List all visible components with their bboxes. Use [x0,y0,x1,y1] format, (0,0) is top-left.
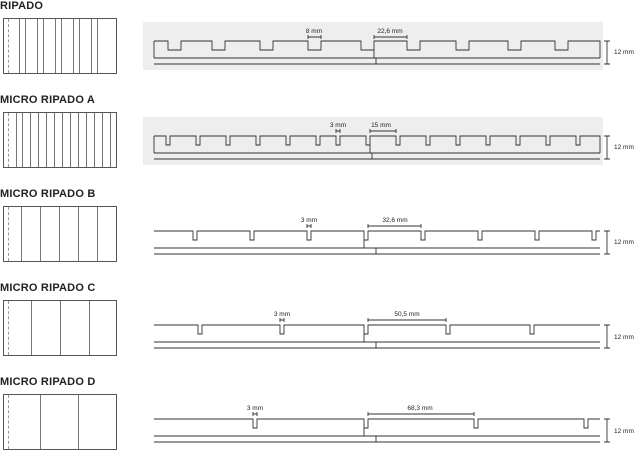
pitch-label: 50,5 mm [394,311,419,318]
panel-thumbnail [3,18,117,74]
panel-thumbnail [3,206,117,262]
profile-drawing: 3 mm 68,3 mm 12 mm [154,405,634,443]
pitch-label: 15 mm [371,122,391,129]
profile-title: MICRO RIPADO C [0,282,96,294]
groove-width-label: 3 mm [330,122,346,129]
panel-thumbnail [3,112,117,168]
groove-width-label: 3 mm [301,217,317,224]
groove-width-label: 8 mm [306,28,322,35]
groove-width-label: 3 mm [247,405,263,412]
groove-width-label: 3 mm [274,311,290,318]
thickness-label: 12 mm [614,49,634,56]
pitch-label: 68,3 mm [407,405,432,412]
pitch-label: 22,6 mm [377,28,402,35]
profile-drawing: 8 mm 22,6 mm 12 mm [153,28,634,65]
profile-background [143,117,603,165]
panel-thumbnail [3,300,117,356]
thickness-label: 12 mm [614,144,634,151]
pitch-label: 32,6 mm [382,217,407,224]
profile-title: MICRO RIPADO A [0,94,96,106]
profile-drawing: 3 mm 50,5 mm 12 mm [154,311,634,349]
thickness-label: 12 mm [614,334,634,341]
profile-background [143,22,603,70]
panel-thumbnail [3,394,117,450]
thickness-label: 12 mm [614,239,634,246]
profile-title: MICRO RIPADO B [0,188,96,200]
thickness-label: 12 mm [614,428,634,435]
profile-drawing: 3 mm 32,6 mm 12 mm [154,217,634,255]
profile-title: MICRO RIPADO D [0,376,96,388]
profile-title: RIPADO [0,0,44,12]
profile-drawing: 3 mm 15 mm 12 mm [153,122,634,160]
